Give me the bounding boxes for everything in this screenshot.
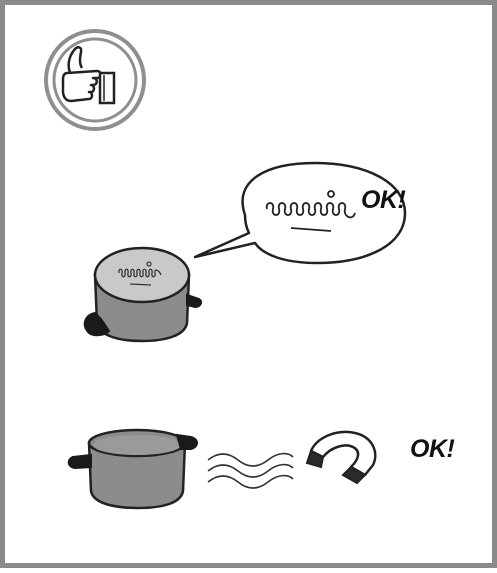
thumbs-up-icon [46, 31, 144, 129]
induction-pot-icon [85, 248, 201, 341]
ok-label-induction: OK! [361, 186, 405, 215]
ok-label-magnet: OK! [410, 435, 454, 464]
magnet-icon [307, 432, 375, 483]
magnetic-field-waves-icon [208, 454, 293, 488]
test-pot-icon [69, 430, 197, 508]
illustration-canvas [5, 5, 497, 573]
